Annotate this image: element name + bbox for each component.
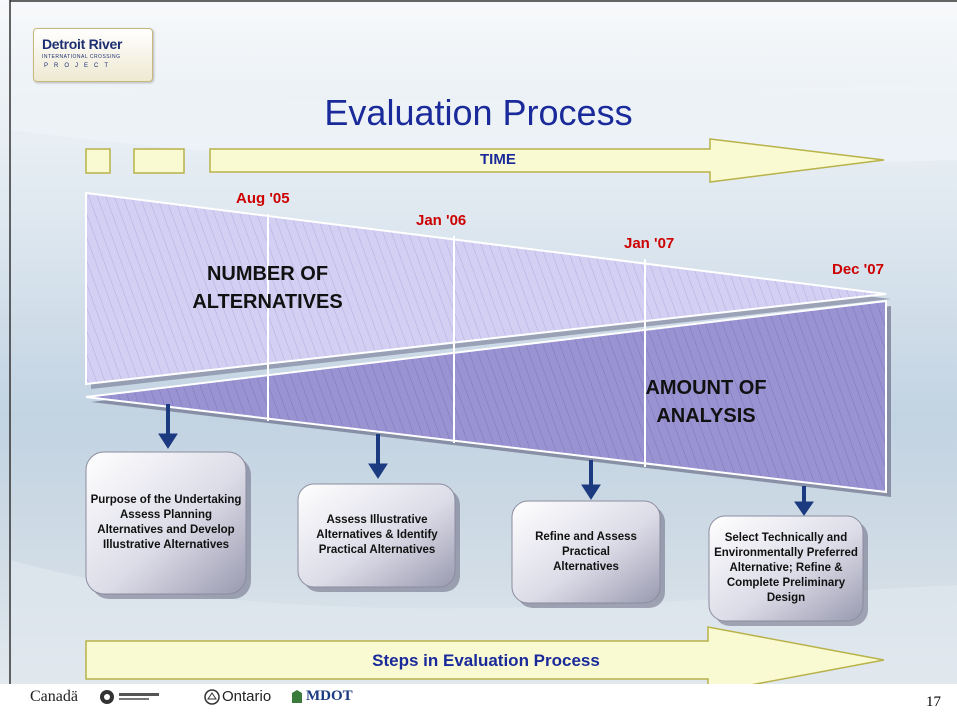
footer [0, 684, 957, 718]
logo-title: Detroit River [42, 36, 123, 52]
timeline-square [85, 148, 111, 174]
ontario-wordmark: Ontario [222, 688, 272, 705]
date-label: Aug '05 [236, 190, 290, 207]
down-arrow [158, 404, 178, 449]
page-number: 17 [926, 694, 941, 710]
step-box [708, 515, 864, 622]
step-box [297, 483, 456, 588]
analysis-label: AMOUNT OF ANALYSIS [645, 377, 767, 427]
down-arrow [368, 434, 388, 479]
alternatives-wedge [85, 191, 887, 386]
step-3-text: Refine and Assess Practical Alternatives [535, 530, 637, 573]
step-1-text: Purpose of the Undertaking Assess Planni… [90, 494, 242, 551]
step-4-text: Select Technically and Environmentally P… [714, 532, 858, 604]
canada-wordmark: Canadä [30, 688, 78, 705]
steps-label: Steps in Evaluation Process [372, 651, 600, 670]
date-label: Dec '07 [832, 261, 884, 278]
down-arrow [581, 460, 601, 500]
logo-subtitle: INTERNATIONAL CROSSING [42, 54, 121, 60]
mdot-icon [290, 689, 304, 710]
alternatives-label: NUMBER OF ALTERNATIVES [192, 263, 343, 313]
date-label: Jan '07 [624, 235, 675, 252]
ontario-logo [204, 689, 220, 710]
us-dot-logo [99, 689, 199, 705]
step-2-text: Assess Illustrative Alternatives & Ident… [316, 514, 438, 556]
project-logo: Detroit River INTERNATIONAL CROSSING PRO… [33, 28, 153, 82]
steps-arrow [85, 626, 885, 694]
time-arrow [209, 138, 885, 183]
date-label: Jan '06 [416, 212, 467, 229]
step-box [511, 500, 661, 604]
down-arrow [794, 486, 814, 516]
logo-project: PROJECT [44, 63, 115, 69]
mdot-wordmark: MDOT [306, 688, 353, 704]
time-label: TIME [480, 151, 516, 168]
timeline-square [133, 148, 185, 174]
step-box [85, 451, 247, 595]
page-title: Evaluation Process [324, 92, 633, 133]
analysis-wedge [85, 299, 887, 494]
